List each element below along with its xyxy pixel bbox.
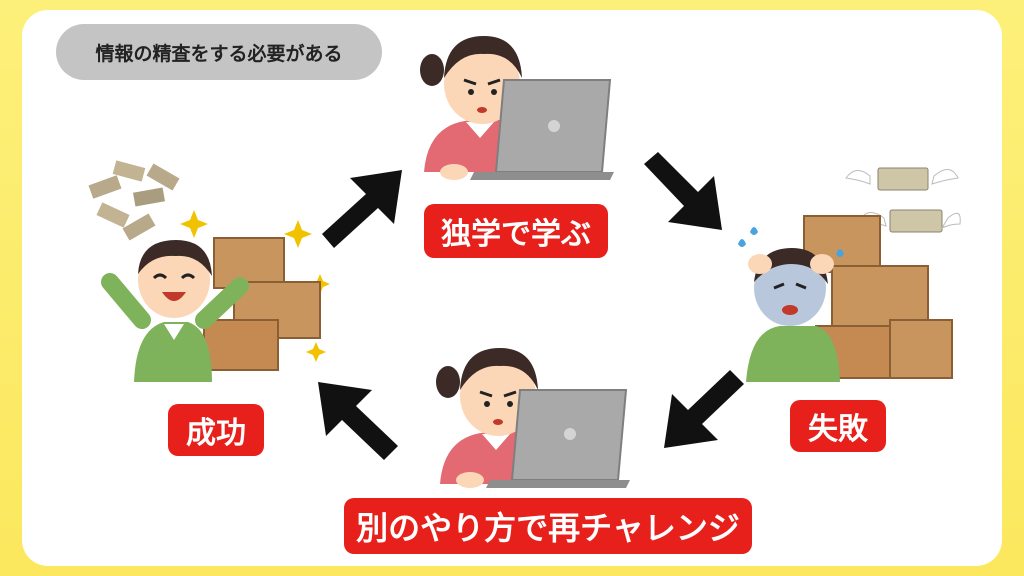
woman-studying-laptop-top xyxy=(420,36,614,180)
arrow-retry-to-success xyxy=(318,382,398,460)
cardboard-boxes-icon xyxy=(203,237,321,371)
arrow-study-to-failure xyxy=(644,152,722,230)
money-shower-icon xyxy=(88,160,180,241)
arrow-failure-to-retry xyxy=(664,370,744,448)
step-success-label: 成功 xyxy=(168,404,264,456)
step-retry-label: 別のやり方で再チャレンジ xyxy=(344,498,752,554)
woman-success-boxes xyxy=(88,160,330,382)
woman-failure-boxes xyxy=(738,167,961,382)
header-pill: 情報の精査をする必要がある xyxy=(56,24,382,80)
woman-retrying-laptop-bottom xyxy=(436,348,630,488)
step-failure-label: 失敗 xyxy=(790,400,886,452)
arrow-success-to-study xyxy=(322,170,402,248)
step-self-study-label: 独学で学ぶ xyxy=(424,204,608,258)
cardboard-boxes-icon xyxy=(803,215,953,379)
